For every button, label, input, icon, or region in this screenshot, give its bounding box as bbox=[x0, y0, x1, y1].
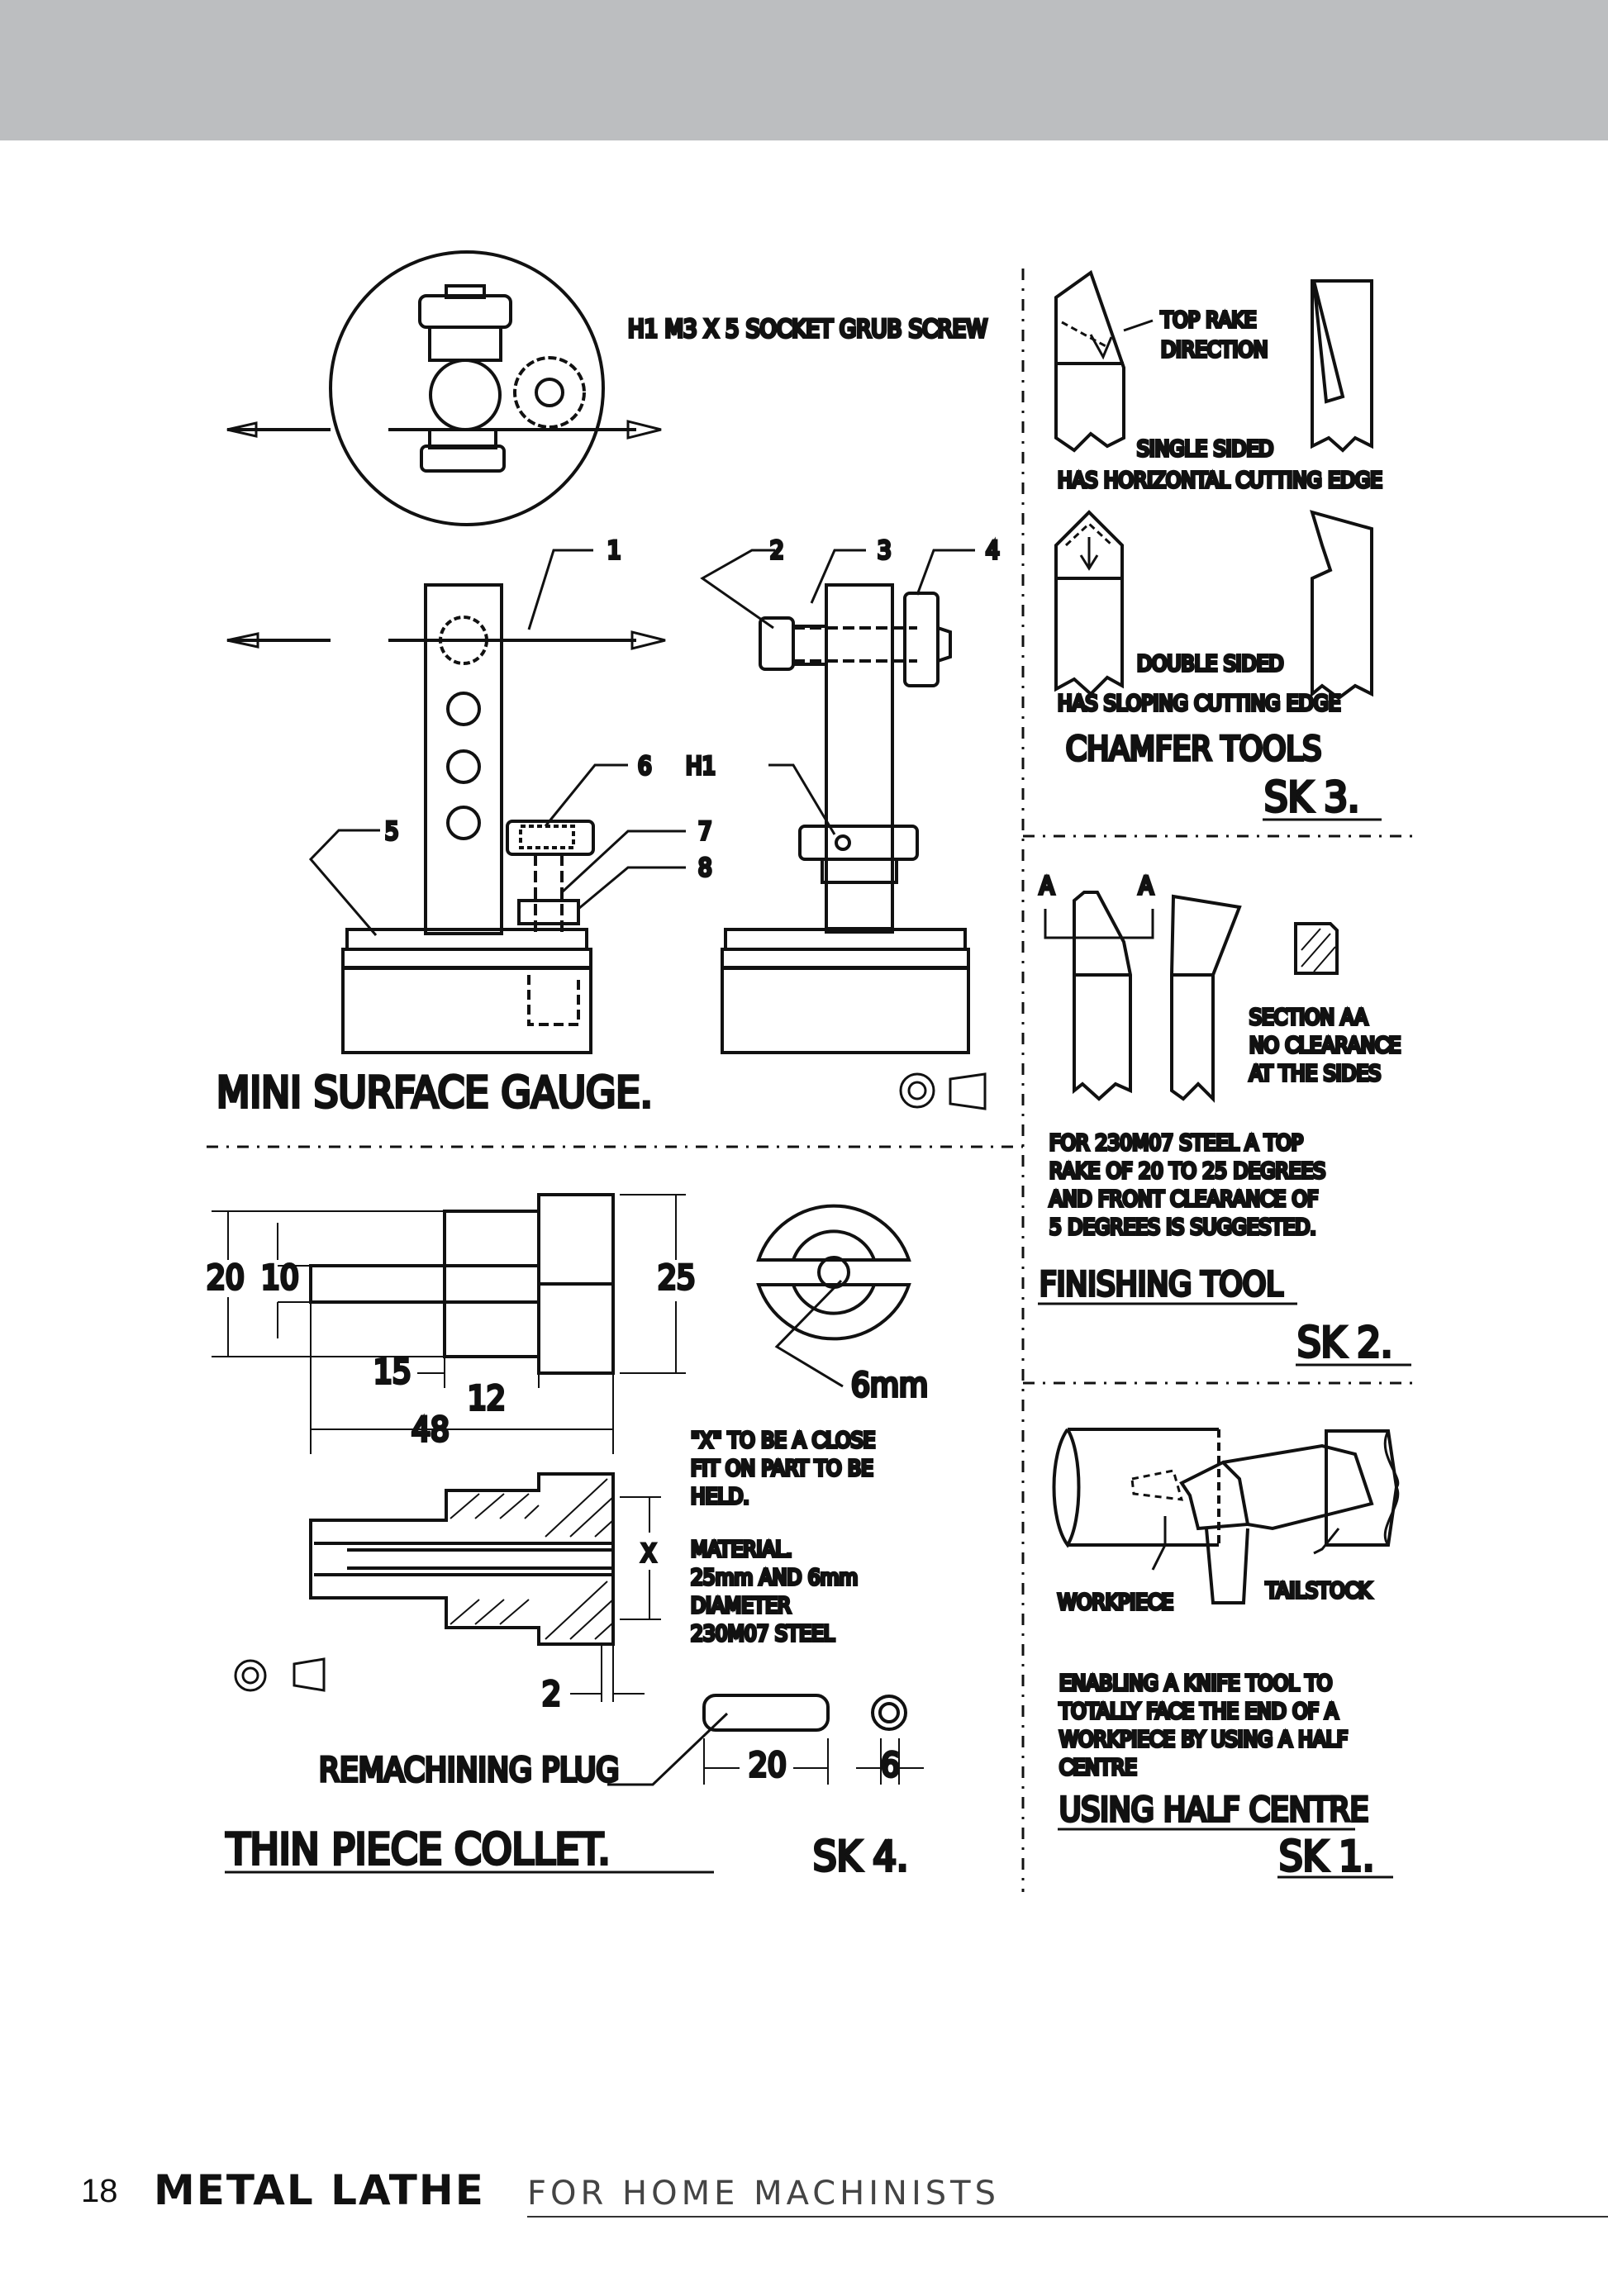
sk2-note-line2: RAKE OF 20 TO 25 DEGREES bbox=[1049, 1159, 1325, 1184]
sk3-label: SK 3. bbox=[1264, 773, 1359, 821]
callout-4: 4 bbox=[986, 536, 1000, 564]
sk4-label: SK 4. bbox=[813, 1833, 908, 1880]
surface-gauge-front-view bbox=[226, 583, 666, 1054]
callout-7: 7 bbox=[698, 817, 712, 845]
collet-title: THIN PIECE COLLET. bbox=[226, 1825, 610, 1875]
remachining-plug bbox=[607, 1694, 924, 1786]
header-band bbox=[0, 0, 1608, 140]
single-sided-label: SINGLE SIDED bbox=[1137, 437, 1273, 462]
section-aa-line1: SECTION AA bbox=[1249, 1005, 1368, 1030]
callout-h1: H1 bbox=[686, 752, 716, 780]
sloping-edge-label: HAS SLOPING CUTTING EDGE bbox=[1058, 692, 1341, 716]
fit-note-line2: FIT ON PART TO BE bbox=[691, 1457, 873, 1481]
dim-20: 20 bbox=[207, 1259, 245, 1297]
finishing-tool-title: FINISHING TOOL bbox=[1039, 1266, 1282, 1304]
page-footer: 18 METAL LATHE FOR HOME MACHINISTS bbox=[81, 2163, 1608, 2218]
projection-symbol-2 bbox=[234, 1657, 326, 1692]
sk1-note-line4: CENTRE bbox=[1059, 1756, 1137, 1780]
sk1-label: SK 1. bbox=[1279, 1833, 1374, 1880]
chamfer-tool-double bbox=[1054, 510, 1373, 701]
collet-section-view bbox=[309, 1472, 661, 1702]
material-line1: MATERIAL. bbox=[691, 1538, 792, 1562]
callout-8: 8 bbox=[698, 853, 712, 882]
double-sided-label: DOUBLE SIDED bbox=[1137, 652, 1283, 677]
dim-12: 12 bbox=[468, 1380, 506, 1418]
workpiece-label: WORKPIECE bbox=[1058, 1590, 1173, 1615]
book-title-bold: METAL LATHE bbox=[154, 2166, 485, 2214]
collet-end-view bbox=[756, 1204, 911, 1388]
dim-10: 10 bbox=[261, 1259, 299, 1297]
dim-x: X bbox=[641, 1539, 656, 1567]
half-centre-title: USING HALF CENTRE bbox=[1059, 1791, 1368, 1829]
footer-rule bbox=[527, 2216, 1608, 2218]
callout-3: 3 bbox=[878, 536, 892, 564]
surface-gauge-callout-lines bbox=[308, 549, 975, 936]
sk2-note-line4: 5 DEGREES IS SUGGESTED. bbox=[1049, 1215, 1316, 1240]
gauge-title: MINI SURFACE GAUGE. bbox=[216, 1068, 653, 1118]
sk1-note-line1: ENABLING A KNIFE TOOL TO bbox=[1059, 1671, 1332, 1696]
section-a-right: A bbox=[1139, 872, 1154, 900]
section-aa-line2: NO CLEARANCE bbox=[1249, 1034, 1401, 1058]
surface-gauge-side-view bbox=[721, 583, 970, 1054]
callout-1: 1 bbox=[607, 536, 621, 564]
sk1-note-line2: TOTALLY FACE THE END OF A bbox=[1059, 1699, 1339, 1724]
sk2-note-line3: AND FRONT CLEARANCE OF bbox=[1049, 1187, 1318, 1212]
dim-2: 2 bbox=[542, 1676, 561, 1714]
dividers bbox=[207, 269, 1413, 1892]
callout-6: 6 bbox=[638, 752, 652, 780]
section-a-left: A bbox=[1039, 872, 1054, 900]
plug-dim-6: 6 bbox=[881, 1747, 900, 1785]
direction-label: DIRECTION bbox=[1161, 338, 1268, 363]
sk1-note-line3: WORKPIECE BY USING A HALF bbox=[1059, 1728, 1348, 1752]
section-aa-line3: AT THE SIDES bbox=[1249, 1062, 1381, 1086]
callout-5: 5 bbox=[385, 817, 399, 845]
collet-elevation bbox=[212, 1193, 686, 1454]
dim-15: 15 bbox=[373, 1353, 412, 1391]
fit-note-line1: "X" TO BE A CLOSE bbox=[691, 1428, 875, 1453]
projection-symbol bbox=[899, 1072, 987, 1110]
remachining-plug-label: REMACHINING PLUG bbox=[319, 1752, 619, 1790]
sk2-label: SK 2. bbox=[1297, 1319, 1392, 1367]
grub-screw-note: H1 M3 X 5 SOCKET GRUB SCREW bbox=[628, 315, 987, 343]
callout-2: 2 bbox=[770, 536, 784, 564]
dim-48: 48 bbox=[412, 1411, 450, 1449]
half-centre-drawing bbox=[1052, 1428, 1400, 1604]
material-line3: DIAMETER bbox=[691, 1594, 791, 1619]
chamfer-tools-title: CHAMFER TOOLS bbox=[1066, 730, 1321, 768]
finishing-tool-drawing bbox=[1044, 891, 1339, 1103]
material-line4: 230M07 STEEL bbox=[691, 1622, 835, 1647]
sk2-note-line1: FOR 230M07 STEEL A TOP bbox=[1049, 1131, 1303, 1156]
dim-25: 25 bbox=[658, 1259, 696, 1297]
book-title-light: FOR HOME MACHINISTS bbox=[527, 2175, 1000, 2213]
top-rake-label: TOP RAKE bbox=[1160, 308, 1257, 333]
page-number: 18 bbox=[81, 2173, 118, 2209]
dim-6mm: 6mm bbox=[851, 1367, 928, 1405]
surface-gauge-plan-view bbox=[226, 250, 662, 526]
horizontal-edge-label: HAS HORIZONTAL CUTTING EDGE bbox=[1058, 468, 1382, 493]
material-line2: 25mm AND 6mm bbox=[691, 1566, 858, 1590]
tailstock-label: TAILSTOCK bbox=[1265, 1579, 1372, 1604]
chamfer-tool-single bbox=[1054, 269, 1373, 453]
fit-note-line3: HELD. bbox=[691, 1485, 749, 1509]
plug-dim-20: 20 bbox=[749, 1747, 787, 1785]
